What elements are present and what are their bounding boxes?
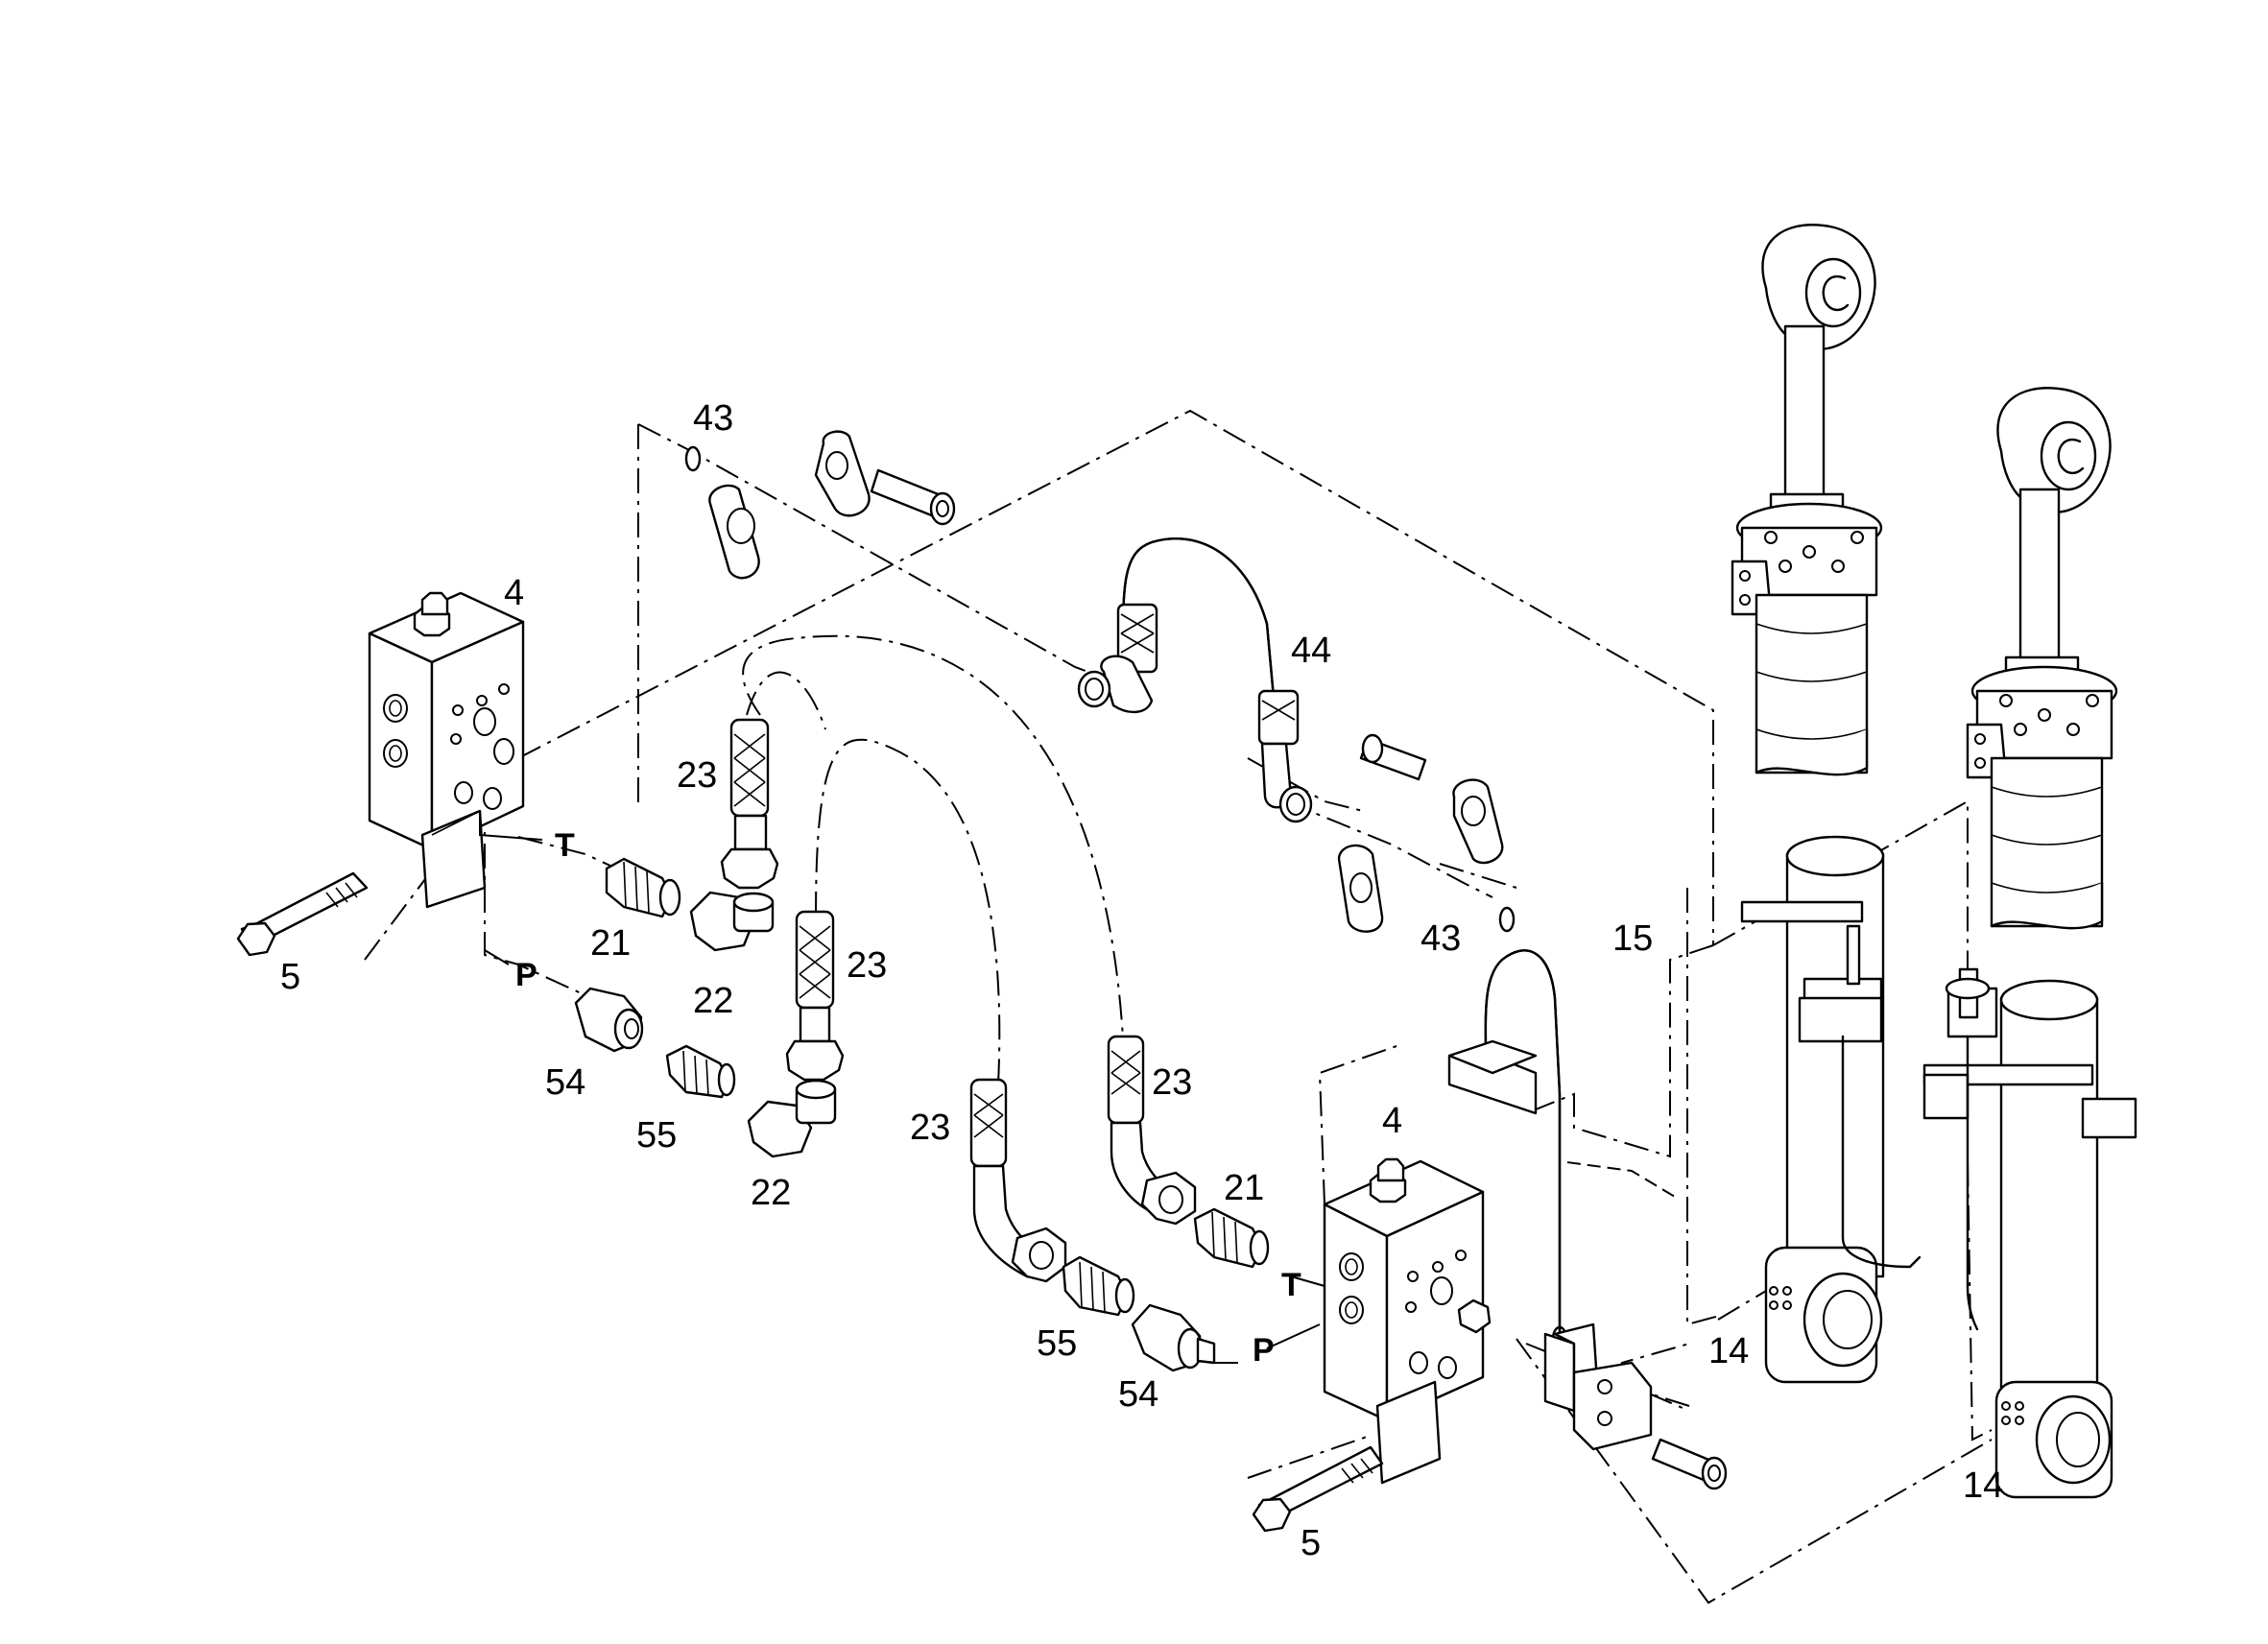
cylinder-right bbox=[1922, 387, 2137, 1499]
callout-21-left: 21 bbox=[590, 923, 631, 964]
port-label-t-right: T bbox=[1281, 1267, 1301, 1303]
port-label-p-left: P bbox=[515, 957, 537, 993]
callout-15: 15 bbox=[1612, 918, 1653, 959]
callout-22-upper: 22 bbox=[693, 981, 733, 1021]
callout-14-lower: 14 bbox=[1963, 1465, 2003, 1506]
callout-labels: 4 4 5 5 14 14 15 21 21 22 22 23 23 23 23… bbox=[280, 398, 2003, 1563]
callout-54-right: 54 bbox=[1118, 1374, 1158, 1415]
tube-15 bbox=[1447, 949, 1728, 1490]
cylinder-left bbox=[1731, 224, 1922, 1384]
hose-23-right-pair bbox=[969, 1035, 1197, 1283]
callout-23-a: 23 bbox=[677, 755, 717, 796]
port-label-t-left: T bbox=[555, 827, 575, 864]
valve-block-right bbox=[1323, 1157, 1492, 1485]
callout-14-upper: 14 bbox=[1708, 1331, 1749, 1371]
callout-4-right: 4 bbox=[1382, 1101, 1402, 1141]
assembly-leader-lines bbox=[364, 409, 1993, 1605]
port-label-p-right: P bbox=[1253, 1332, 1275, 1369]
callout-44: 44 bbox=[1291, 631, 1331, 671]
callout-54-left: 54 bbox=[545, 1062, 585, 1103]
fittings-left bbox=[574, 857, 837, 1158]
flange-clamp-lower bbox=[1337, 733, 1568, 1352]
valve-block-left bbox=[368, 591, 525, 909]
callout-22-lower: 22 bbox=[751, 1173, 791, 1213]
callout-23-d: 23 bbox=[1152, 1062, 1192, 1103]
hose-23-left-pair bbox=[720, 718, 845, 1082]
callout-23-c: 23 bbox=[910, 1108, 950, 1148]
callout-43-lower: 43 bbox=[1420, 918, 1461, 959]
callout-5-left: 5 bbox=[280, 957, 300, 997]
fittings-right bbox=[1062, 1207, 1270, 1372]
callout-23-b: 23 bbox=[847, 945, 887, 986]
callout-55-right: 55 bbox=[1037, 1323, 1077, 1364]
callout-55-left: 55 bbox=[636, 1115, 677, 1156]
callout-43-upper: 43 bbox=[693, 398, 733, 439]
bolt-left bbox=[236, 871, 369, 957]
bolt-right bbox=[1252, 1445, 1384, 1533]
callout-4-left: 4 bbox=[504, 573, 524, 613]
port-labels: T P T P bbox=[515, 827, 1301, 1369]
callout-21-right: 21 bbox=[1224, 1168, 1264, 1208]
port-label-leaders bbox=[479, 816, 1325, 1364]
hose-44 bbox=[1077, 537, 1313, 823]
callout-5-right: 5 bbox=[1301, 1523, 1321, 1563]
flange-clamp-upper bbox=[684, 430, 956, 580]
